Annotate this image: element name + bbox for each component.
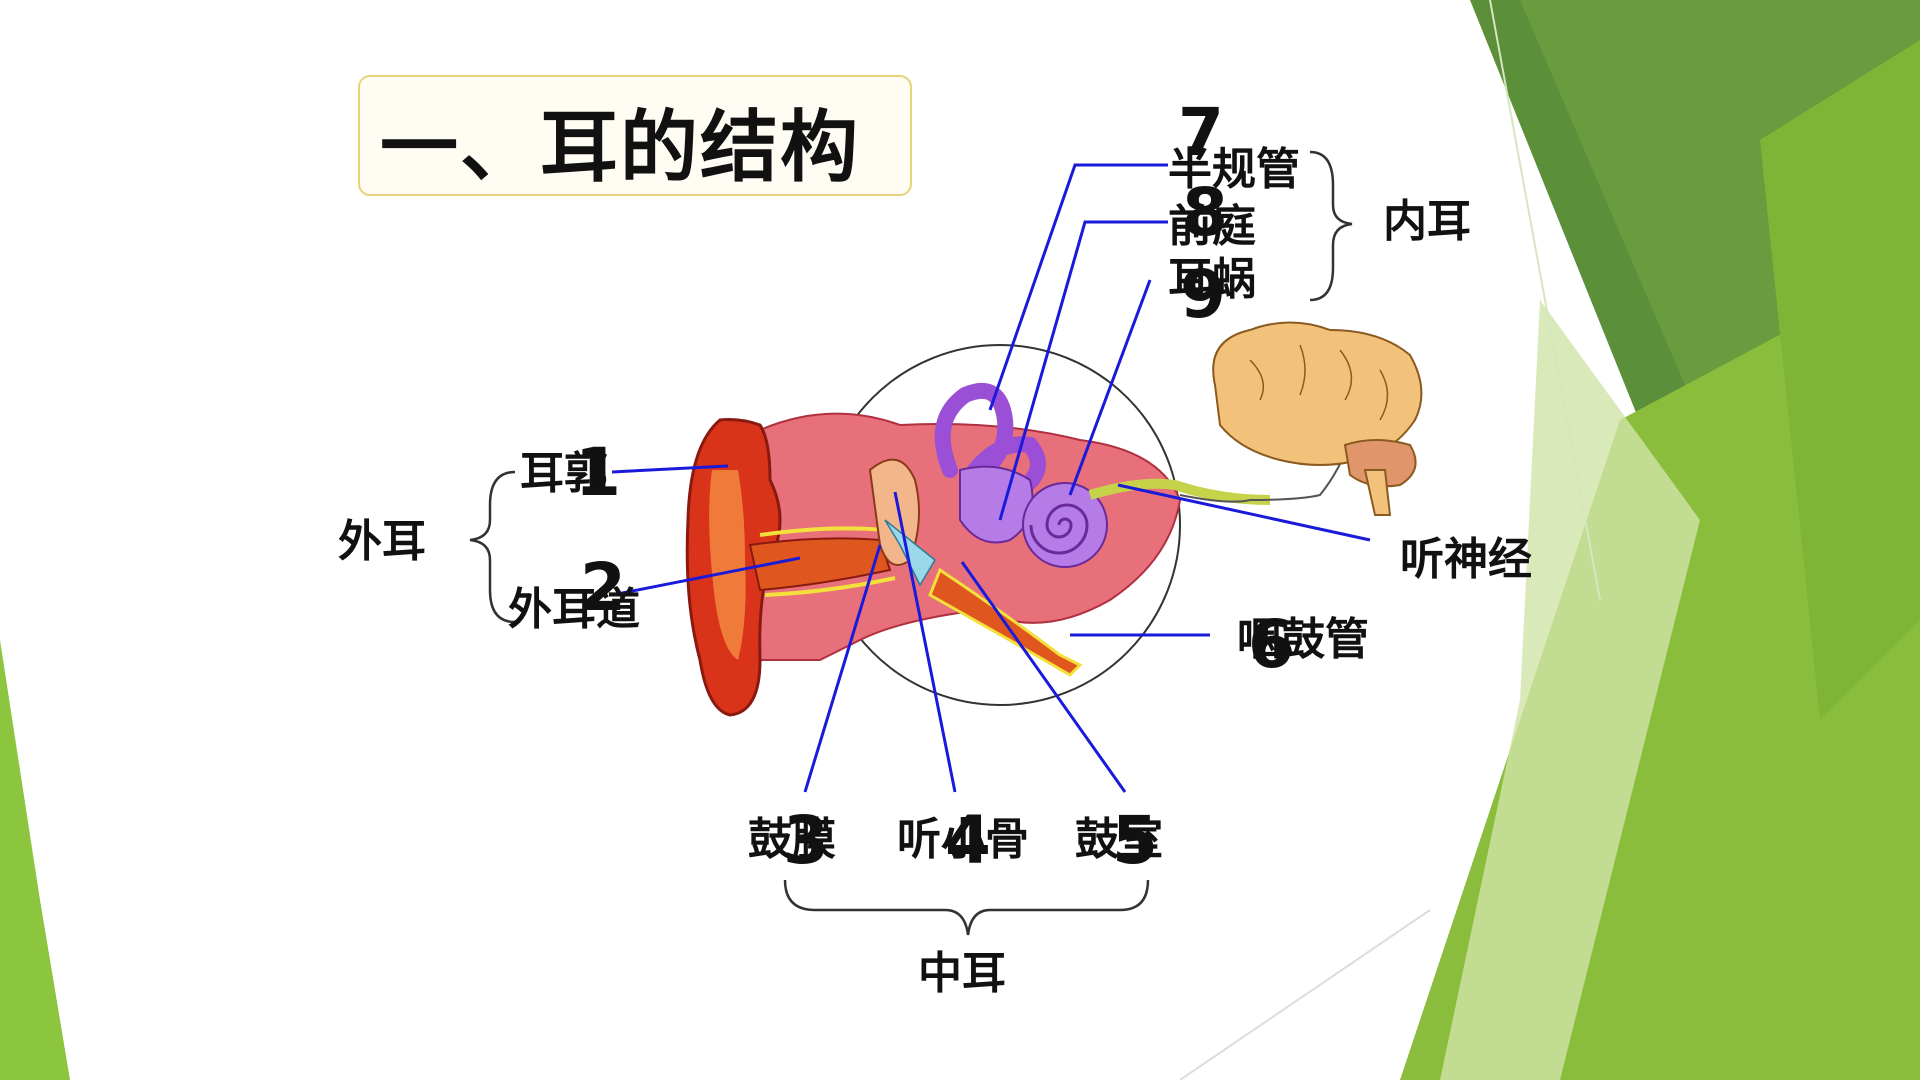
auditory-nerve-shape: [1088, 478, 1271, 505]
eardrum-number: 3: [783, 802, 829, 879]
outer-ear-group-label: 外耳: [338, 516, 426, 567]
semicircular-canals-label: 半规管: [1168, 144, 1300, 195]
eustachian-tube-number: 6: [1248, 606, 1294, 683]
outer-ear-bracket: [469, 470, 516, 624]
leader-auditory-nerve: [1117, 483, 1371, 542]
green-shape-left: [0, 640, 70, 1080]
tympanic-cavity-label: 鼓室: [1075, 814, 1163, 865]
middle-ear-group-label: 中耳: [918, 948, 1006, 999]
vestibule-shape: [959, 465, 1034, 544]
leader-tympanic-cavity: [960, 561, 1127, 793]
eardrum-shape: [884, 519, 936, 587]
green-shape-right-accent: [1760, 40, 1920, 720]
thin-diagonal-line-2: [1489, 0, 1601, 601]
leader-pinna: [611, 464, 729, 474]
ossicles-number: 4: [945, 802, 991, 879]
page-title: 一、耳的结构: [380, 103, 861, 193]
ear-canal-lining-lower: [764, 576, 896, 597]
eardrum-label: 鼓膜: [748, 814, 836, 865]
brain-illustration: [1212, 321, 1423, 516]
ear-canal-shape: [748, 537, 892, 592]
pinna-number: 1: [575, 434, 621, 511]
ear-canal-lining: [759, 526, 886, 537]
title-box: 一、耳的结构: [358, 75, 912, 196]
semicircular-canals-number: 7: [1178, 94, 1224, 171]
eustachian-tube-label: 咽鼓管: [1237, 614, 1369, 665]
tissue-region: [749, 412, 1182, 661]
thin-diagonal-line: [1179, 909, 1431, 1080]
leader-cochlea: [1068, 279, 1152, 496]
inner-ear-bracket: [1309, 150, 1353, 302]
cochlea-spiral: [1029, 503, 1089, 555]
brain-folds: [1249, 344, 1389, 421]
auditory-nerve-label: 听神经: [1400, 534, 1532, 585]
leader-ear-canal: [611, 556, 801, 597]
leader-lines: [611, 163, 1371, 793]
leader-vestibule: [998, 220, 1168, 521]
cochlea-shape: [1022, 482, 1108, 568]
inner-ear-shape: [934, 383, 1108, 568]
leader-semicircular-canals: [988, 163, 1168, 411]
pinna-label: 耳郭: [520, 448, 608, 499]
leader-ossicles: [893, 491, 957, 793]
nerve-link: [1179, 439, 1351, 503]
leader-eardrum: [803, 544, 882, 793]
vestibule-number: 8: [1182, 174, 1228, 251]
green-shape-right-pale: [1440, 300, 1700, 1080]
ossicles-label: 听小骨: [897, 814, 1029, 865]
brackets: [469, 150, 1353, 936]
brain-cerebrum: [1212, 321, 1423, 466]
cochlea-number: 9: [1180, 256, 1226, 333]
cochlea-label: 耳蜗: [1168, 254, 1256, 305]
tympanic-cavity-number: 5: [1112, 802, 1158, 879]
vestibule-label: 前庭: [1168, 201, 1256, 252]
ear-cross-section-illustration: [685, 344, 1351, 717]
brain-stem: [1363, 469, 1392, 516]
inner-ear-group-label: 内耳: [1383, 196, 1471, 247]
pinna-inner: [709, 470, 746, 660]
semicircular-canals-shape: [934, 383, 1046, 498]
ear-canal-label: 外耳道: [508, 584, 640, 635]
ear-canal-number: 2: [580, 549, 626, 626]
middle-ear-bracket: [783, 879, 1150, 936]
